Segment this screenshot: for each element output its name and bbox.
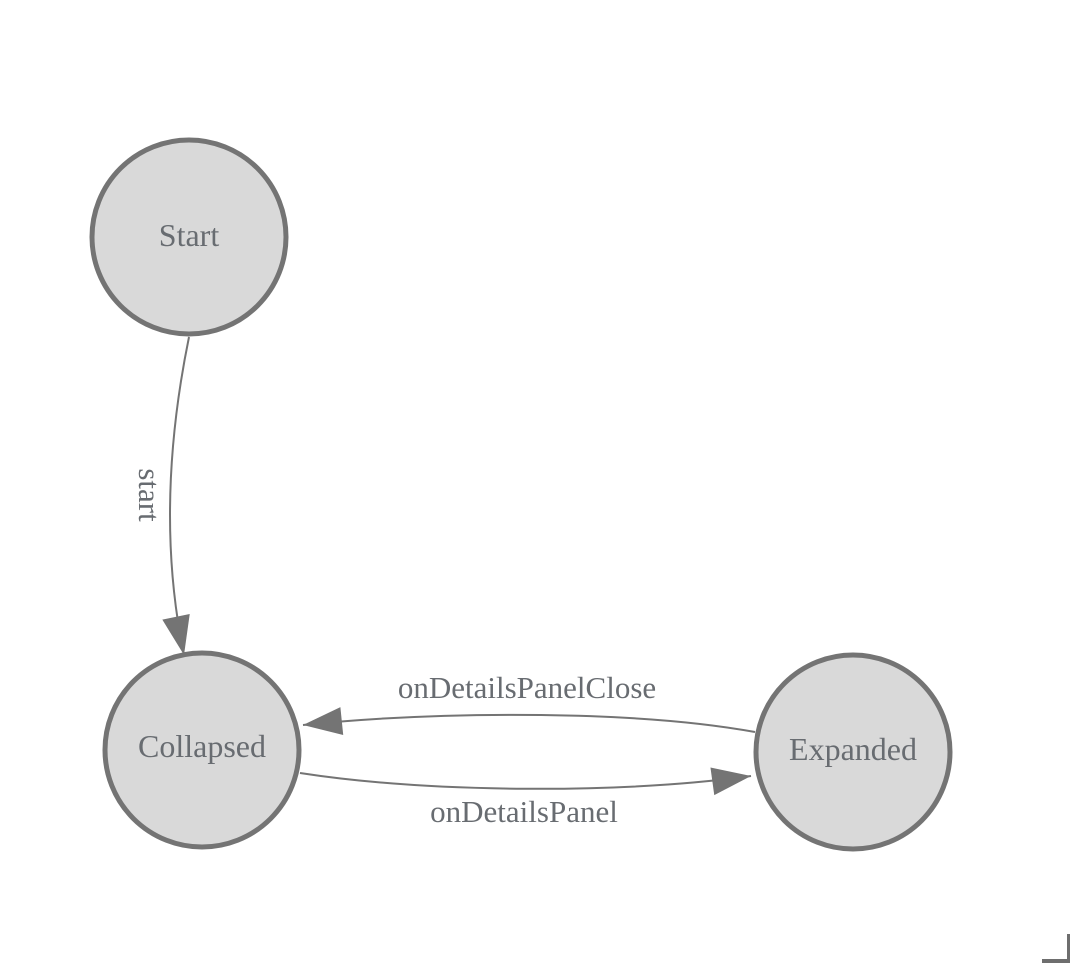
state-node-label-expanded: Expanded <box>789 731 917 767</box>
state-node-start <box>89 137 289 337</box>
edge-label-ondetailspanelclose: onDetailsPanelClose <box>398 670 656 705</box>
state-node-expanded <box>753 652 953 852</box>
resize-corner-vertical-bar <box>1067 934 1070 963</box>
resize-corner-horizontal-bar <box>1042 959 1070 963</box>
state-node-label-collapsed: Collapsed <box>138 728 266 764</box>
edge-label-ondetailspanel: onDetailsPanel <box>430 794 618 829</box>
transition-edge-ondetailspanel <box>299 767 752 796</box>
state-node-label-start: Start <box>159 217 220 253</box>
resize-corner-handle[interactable] <box>1042 934 1070 963</box>
transition-edge-start <box>162 336 190 656</box>
edge-label-start: start <box>132 468 167 522</box>
transition-edge-ondetailspanelclose <box>302 707 756 735</box>
state-node-collapsed <box>102 650 302 850</box>
